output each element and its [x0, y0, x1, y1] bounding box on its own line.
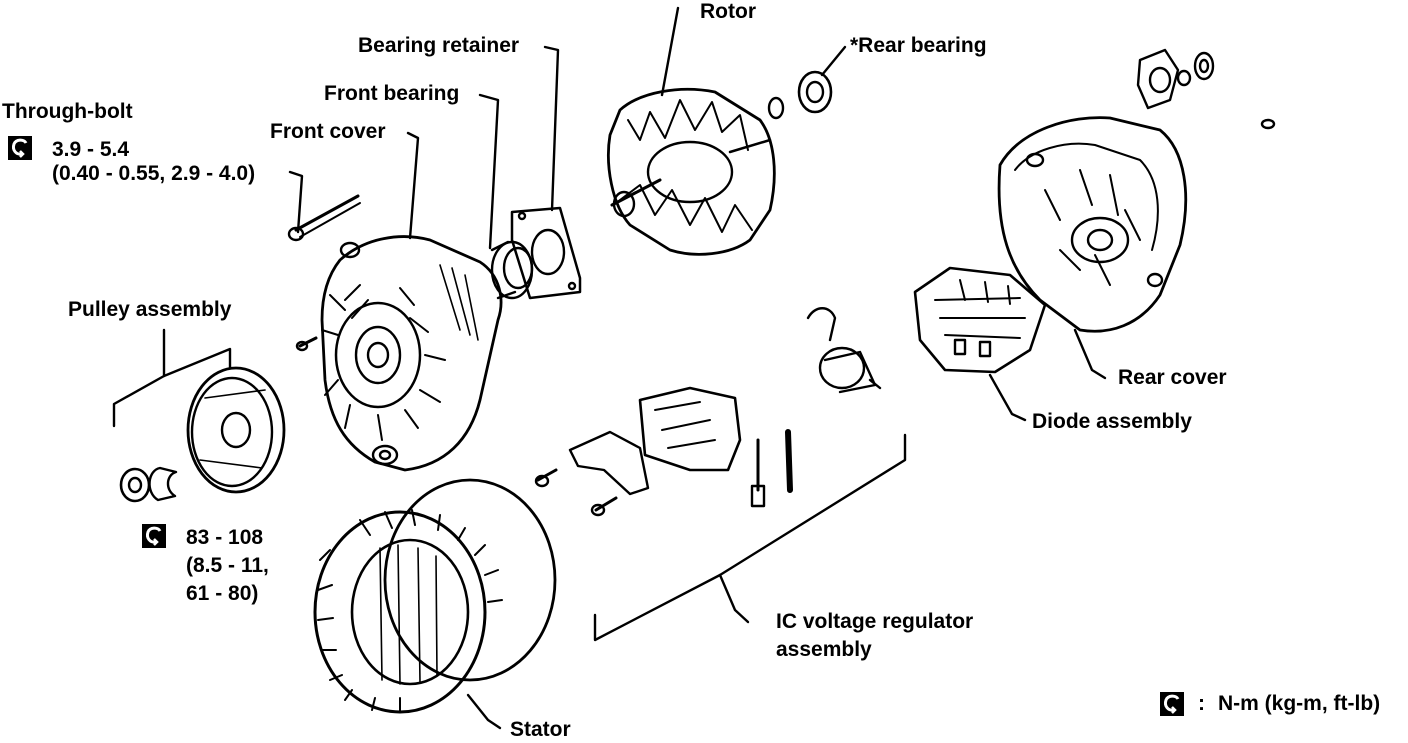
pulley-torque-alt-2: 61 - 80): [186, 582, 259, 605]
legend-units: N-m (kg-m, ft-lb): [1218, 692, 1381, 715]
label-ic-regulator: IC voltage regulator: [776, 610, 974, 633]
leader-rotor: [660, 6, 680, 97]
leader-rear-cover: [1073, 328, 1107, 380]
leader-front-cover: [406, 131, 420, 240]
label-diode-assembly: Diode assembly: [1032, 410, 1192, 433]
leader-front-bearing: [478, 93, 500, 250]
ic-bracket: [593, 433, 907, 642]
pulley-torque-value: 83 - 108: [186, 526, 264, 549]
torque-wrench-icon: [142, 524, 166, 548]
leader-ic: [718, 573, 750, 624]
label-rotor: Rotor: [700, 0, 756, 23]
leader-through-bolt: [288, 170, 304, 234]
leader-stator: [466, 693, 502, 730]
label-pulley-assembly: Pulley assembly: [68, 298, 232, 321]
pulley-bracket: [112, 347, 232, 428]
through-bolt-part: [287, 194, 361, 242]
leader-diode: [988, 373, 1027, 422]
label-front-bearing: Front bearing: [324, 82, 460, 105]
torque-wrench-icon: [1160, 692, 1184, 716]
terminal-hardware: [1136, 48, 1276, 130]
rotor-part: [607, 87, 776, 256]
leader-bearing-retainer: [543, 45, 560, 212]
through-bolt-torque-alt: (0.40 - 0.55, 2.9 - 4.0): [52, 162, 256, 185]
diode-assembly-part: [913, 266, 1047, 374]
rear-cover-part: [997, 116, 1188, 333]
label-bearing-retainer: Bearing retainer: [358, 34, 520, 57]
rear-bearing-part: [767, 70, 833, 120]
label-ic-regulator-line2: assembly: [776, 638, 872, 661]
label-rear-bearing: *Rear bearing: [850, 34, 987, 57]
legend-separator: :: [1198, 692, 1205, 715]
leader-rear-bearing: [820, 45, 847, 77]
label-stator: Stator: [510, 718, 571, 741]
brush-holder-part: [806, 307, 882, 394]
pulley-torque-alt-1: (8.5 - 11,: [186, 554, 269, 577]
ic-regulator-part: [534, 386, 793, 517]
pulley-part: [119, 366, 286, 503]
label-rear-cover: Rear cover: [1118, 366, 1227, 389]
bearing-retainer-part: [510, 206, 582, 300]
front-cover-part: [295, 235, 503, 472]
stator-part: [313, 478, 557, 714]
front-bearing-part: [490, 240, 534, 300]
leader-lines: [112, 6, 1107, 730]
label-through-bolt: Through-bolt: [2, 100, 133, 123]
through-bolt-torque-value: 3.9 - 5.4: [52, 138, 130, 161]
torque-wrench-icon: [8, 136, 32, 160]
label-front-cover: Front cover: [270, 120, 386, 143]
